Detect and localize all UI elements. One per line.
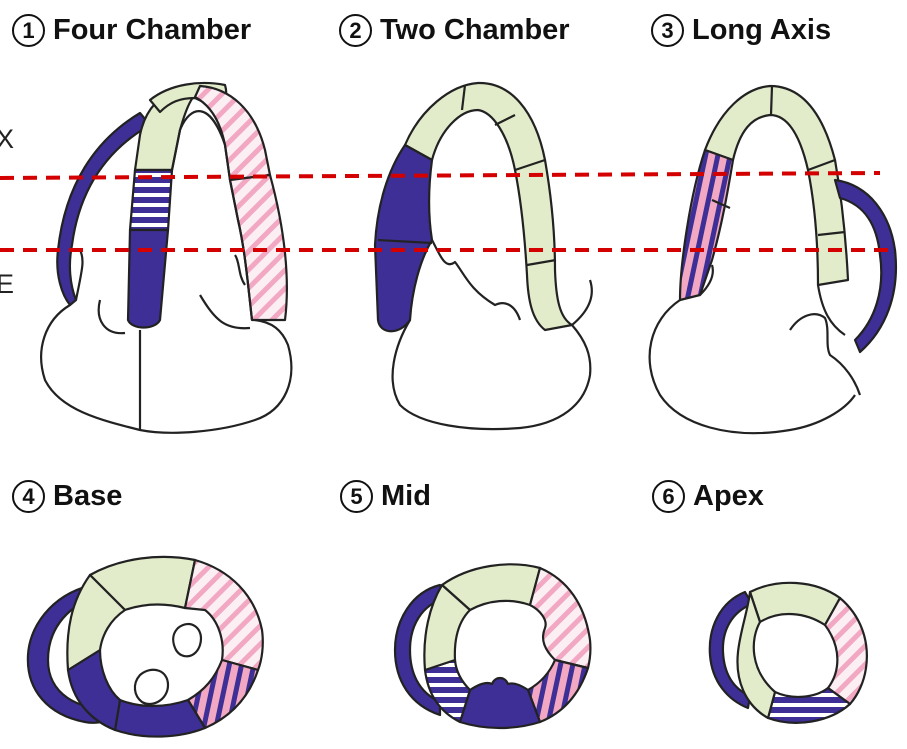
inferior-basal-navy <box>375 145 432 331</box>
two-chamber-view <box>375 83 592 429</box>
apex-anterior-segment <box>750 583 840 625</box>
reference-line-upper <box>0 173 880 178</box>
lateral-basal-segment <box>230 175 287 320</box>
two-chamber-atrium-outline <box>393 240 591 429</box>
two-chamber-leaflet <box>572 280 592 325</box>
septum-basal-segment <box>128 230 168 328</box>
base-valve-upper <box>173 624 201 656</box>
apex-lateral-segment <box>825 598 867 704</box>
base-valve-lower <box>135 670 168 704</box>
four-chamber-view <box>41 83 291 433</box>
base-short-axis <box>28 557 263 737</box>
tricuspid-leaflet <box>76 250 83 300</box>
long-axis-view <box>650 86 896 433</box>
lateral-apical-segment <box>195 86 270 180</box>
mid-inferior-segment <box>460 678 540 728</box>
base-anterolateral-segment <box>185 560 263 670</box>
base-inferior-segment <box>115 700 205 737</box>
mitral-leaflet <box>235 255 245 285</box>
apex-short-axis <box>710 583 867 723</box>
mid-short-axis <box>395 564 590 728</box>
mid-anterolateral-segment <box>530 568 590 668</box>
